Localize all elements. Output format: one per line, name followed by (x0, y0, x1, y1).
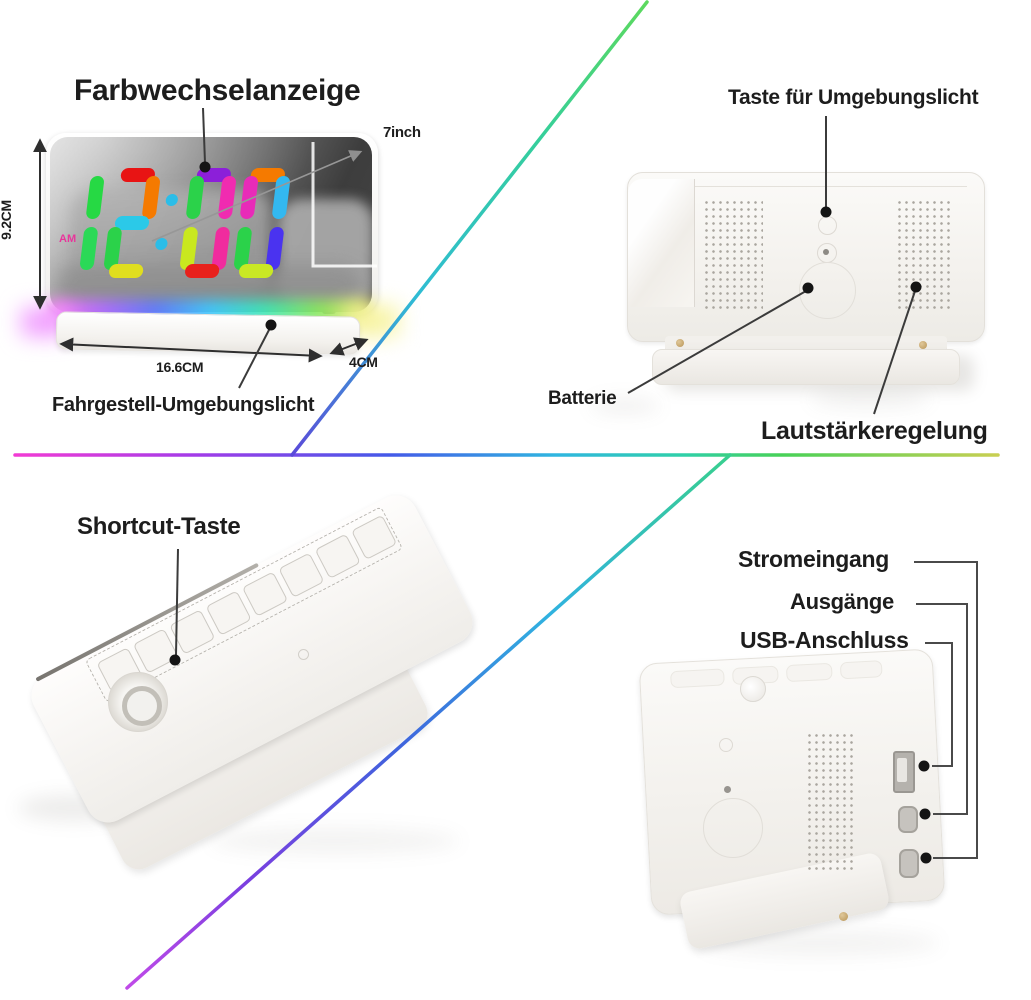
top-button (839, 660, 883, 680)
segment-c1 (165, 194, 179, 206)
segment-tl (239, 176, 259, 219)
base-ambient-light-label: Fahrgestell-Umgebungslicht (52, 394, 315, 416)
battery-compartment (799, 262, 856, 319)
usb-a-port-tongue (897, 758, 907, 782)
top-button (785, 662, 833, 683)
segment-tr (217, 176, 237, 219)
clock-base-stand (55, 311, 361, 355)
depth-dimension-label: 4CM (349, 354, 378, 370)
speaker-grille (806, 732, 856, 874)
battery-compartment (703, 798, 763, 858)
top-button (241, 571, 289, 617)
speaker-grille-left (703, 199, 763, 311)
base-screw (839, 912, 848, 921)
am-indicator: AM (59, 233, 77, 245)
projector-lens-inner (122, 686, 162, 726)
digit-0a (178, 168, 238, 278)
projector-side-panel (628, 179, 695, 307)
back-base-stand (652, 349, 960, 385)
small-hole (719, 738, 733, 752)
usb-port-label: USB-Anschluss (740, 627, 909, 653)
speaker-grille-right (896, 199, 950, 311)
front-view-title: Farbwechselanzeige (74, 74, 361, 107)
battery-label: Batterie (548, 388, 617, 409)
ambient-light-button-label: Taste für Umgebungslicht (728, 86, 979, 109)
segment-br (79, 227, 99, 270)
top-button (132, 628, 180, 674)
power-input-port (899, 849, 919, 878)
hanging-keyhole-dot (823, 249, 829, 255)
top-button (278, 552, 325, 598)
width-dimension-label: 16.6CM (156, 359, 204, 375)
volume-control-label: Lautstärkeregelung (761, 417, 988, 445)
segment-tr (141, 176, 161, 219)
top-button (169, 609, 216, 655)
power-input-label: Stromeingang (738, 546, 890, 572)
shadow-smudge (810, 390, 930, 408)
device-shadow (210, 828, 460, 854)
height-dimension-label: 9.2CM (0, 200, 14, 240)
segment-c2 (154, 238, 169, 250)
segment-bottom (184, 264, 220, 278)
clock-time-digits (79, 168, 298, 278)
top-button (205, 590, 252, 636)
output-port (898, 806, 918, 833)
segment-bottom (238, 264, 274, 278)
diagonal-size-label: 7inch (383, 124, 421, 141)
segment-tr (85, 176, 105, 219)
top-button (670, 668, 725, 689)
projector-lens-top (740, 676, 766, 702)
segment-tl (185, 176, 205, 219)
digit-0b (232, 168, 292, 278)
segment-tr (271, 176, 291, 219)
hanging-keyhole-dot (724, 786, 731, 793)
top-button (350, 514, 398, 561)
ambient-light-button (818, 216, 837, 235)
clock-mirror-display: AM (50, 137, 372, 312)
outputs-label: Ausgänge (790, 589, 894, 614)
back-top-seam (645, 186, 967, 187)
shortcut-button-label: Shortcut-Taste (77, 513, 241, 540)
reset-hole (298, 649, 309, 660)
base-screw (919, 341, 927, 349)
top-button (314, 533, 361, 580)
digit-2 (102, 168, 162, 278)
segment-bottom (108, 264, 144, 278)
base-screw (676, 339, 684, 347)
